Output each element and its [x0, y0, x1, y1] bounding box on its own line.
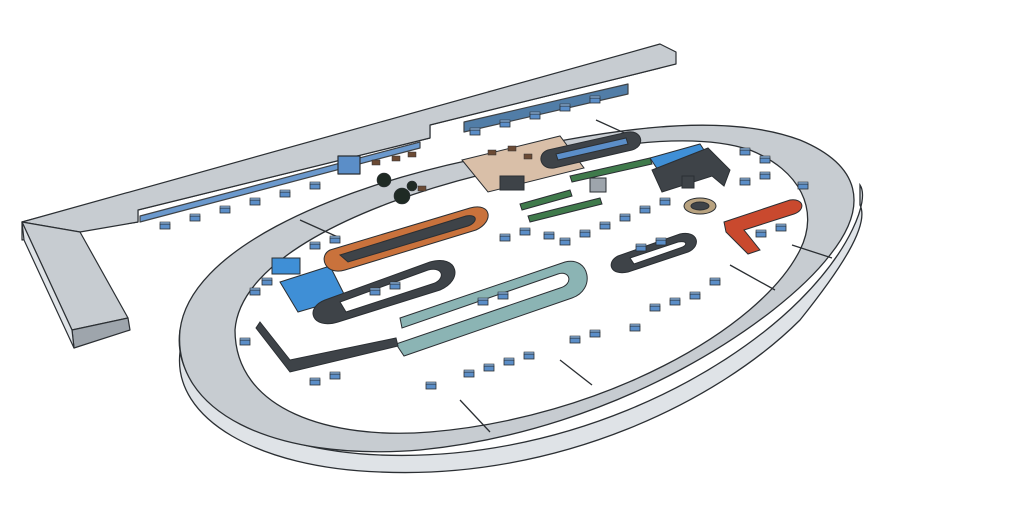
- tree-icon: [376, 172, 418, 205]
- oval-concourse: [178, 119, 864, 474]
- green-counter-3: [569, 157, 653, 183]
- interior-features: [255, 131, 803, 373]
- orange-counter-inner: [338, 215, 476, 263]
- concourse-outer-wall: [178, 182, 864, 474]
- green-counter-2: [527, 197, 603, 223]
- building-side-arm-top: [21, 221, 129, 331]
- right-perimeter-counter: [651, 147, 731, 193]
- ring-joint-4: [791, 244, 833, 259]
- red-counter: [723, 199, 803, 255]
- ring-joint-3: [729, 264, 776, 291]
- building-top-surface: [21, 43, 677, 233]
- kiosk-2: [589, 177, 607, 193]
- cafe-table-icon: [371, 145, 533, 192]
- small-pool: [271, 257, 301, 275]
- kiosk-blue: [337, 155, 361, 175]
- ring-joint-1: [459, 399, 491, 433]
- right-oval-inner: [629, 241, 687, 265]
- kiosk-1: [499, 175, 525, 191]
- dark-loop-inner: [339, 268, 442, 313]
- top-dark-inner: [555, 137, 629, 161]
- ring-joint-6: [299, 219, 341, 239]
- ring-joint-2: [559, 359, 593, 386]
- green-counter-1: [519, 189, 573, 211]
- tan-kiosk-inner: [690, 201, 710, 211]
- building-side-arm-left: [21, 221, 75, 349]
- kiosk-3: [681, 175, 695, 189]
- teal-counter: [395, 260, 588, 357]
- dark-barrier: [255, 321, 399, 373]
